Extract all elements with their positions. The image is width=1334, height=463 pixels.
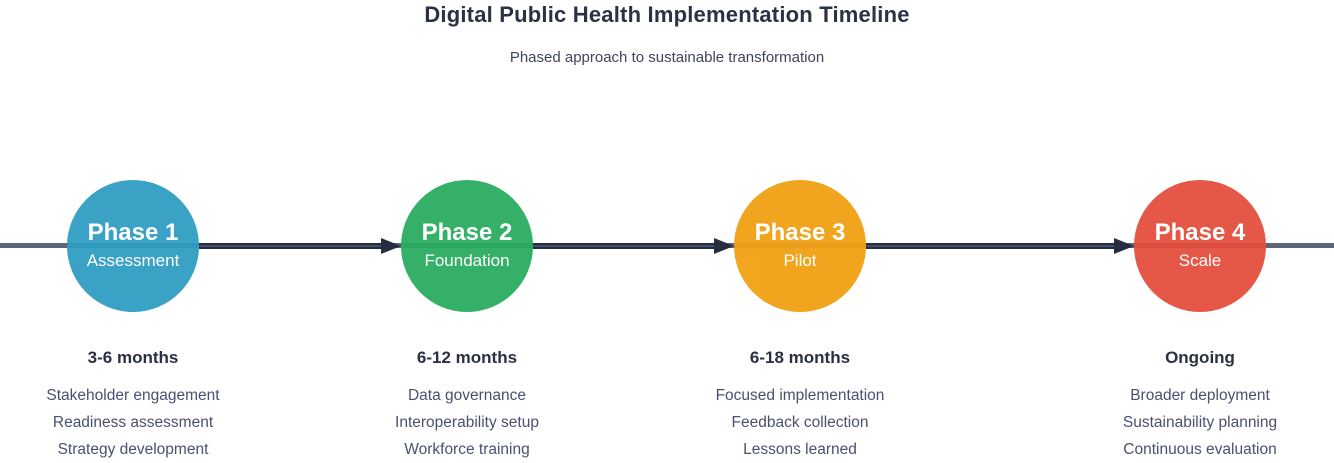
phase-2-details: 6-12 months Data governance Interoperabi… bbox=[337, 348, 597, 463]
phase-2-duration: 6-12 months bbox=[416, 348, 518, 367]
phase-4-details: Ongoing Broader deployment Sustainabilit… bbox=[1070, 348, 1330, 463]
phase-3-name: Pilot bbox=[783, 251, 817, 270]
arrow-shaft bbox=[199, 243, 381, 249]
phase-2-label: Phase 2 bbox=[421, 219, 513, 246]
phase-detail-item: Interoperability setup bbox=[395, 414, 539, 431]
phase-detail-item: Feedback collection bbox=[731, 414, 869, 431]
phase-4-label: Phase 4 bbox=[1154, 219, 1246, 246]
phase-4-duration: Ongoing bbox=[1165, 348, 1235, 367]
arrow-shaft bbox=[533, 243, 714, 249]
phase-1-details: 3-6 months Stakeholder engagement Readin… bbox=[3, 348, 263, 463]
page-subtitle: Phased approach to sustainable transform… bbox=[509, 49, 825, 66]
phase-detail-item: Sustainability planning bbox=[1122, 414, 1278, 431]
phase-detail-item: Readiness assessment bbox=[52, 414, 214, 431]
phase-3-duration: 6-18 months bbox=[749, 348, 851, 367]
phase-2-name: Foundation bbox=[424, 251, 510, 270]
phase-4-name: Scale bbox=[1178, 251, 1222, 270]
phase-3-details: 6-18 months Focused implementation Feedb… bbox=[670, 348, 930, 463]
phase-detail-item: Data governance bbox=[407, 387, 527, 404]
phase-detail-item: Continuous evaluation bbox=[1123, 441, 1277, 458]
phase-1-duration: 3-6 months bbox=[87, 348, 179, 367]
connector-arrow-1 bbox=[199, 238, 401, 254]
arrow-shaft-core bbox=[199, 245, 381, 247]
arrow-shaft-core bbox=[866, 245, 1114, 247]
phase-1-name: Assessment bbox=[86, 251, 180, 270]
connector-arrow-2 bbox=[533, 238, 734, 254]
arrow-head-icon bbox=[714, 238, 734, 254]
arrow-head-icon bbox=[381, 238, 401, 254]
connector-arrow-3 bbox=[866, 238, 1134, 254]
phase-4-circle: Phase 4 Scale bbox=[1134, 180, 1266, 312]
phase-2-circle: Phase 2 Foundation bbox=[401, 180, 533, 312]
phase-detail-item: Lessons learned bbox=[743, 441, 857, 458]
arrow-shaft-core bbox=[533, 245, 714, 247]
phase-detail-item: Strategy development bbox=[57, 441, 209, 458]
phase-1-label: Phase 1 bbox=[87, 219, 179, 246]
phase-detail-item: Focused implementation bbox=[715, 387, 885, 404]
phase-3-circle: Phase 3 Pilot bbox=[734, 180, 866, 312]
phase-detail-item: Workforce training bbox=[404, 441, 530, 458]
phase-3-label: Phase 3 bbox=[754, 219, 846, 246]
phase-1-circle: Phase 1 Assessment bbox=[67, 180, 199, 312]
phase-detail-item: Stakeholder engagement bbox=[46, 387, 220, 404]
arrow-shaft bbox=[866, 243, 1114, 249]
arrow-head-icon bbox=[1114, 238, 1134, 254]
phase-detail-item: Broader deployment bbox=[1130, 387, 1270, 404]
page-title: Digital Public Health Implementation Tim… bbox=[424, 2, 910, 27]
